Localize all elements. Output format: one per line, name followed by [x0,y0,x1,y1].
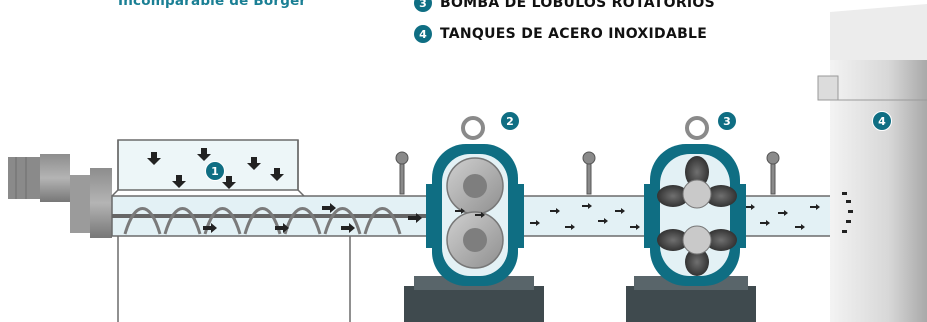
pressure-gauges [395,151,780,195]
transfer-pipes [499,195,833,237]
down-arrows [147,148,284,189]
stainless-steel-tank [817,4,927,322]
marker-4-badge: 4 [872,111,892,131]
screw-conveyor [111,195,433,322]
legend-label: TANQUES DE ACERO INOXIDABLE [440,26,708,42]
subtitle: Incomparable de Börger [118,0,307,9]
legend-item-4: 4 TANQUES DE ACERO INOXIDABLE [414,25,707,43]
gear-pump [404,116,544,322]
legend-label: BOMBA DE LÓBULOS ROTATORIOS [440,0,716,11]
legend-number: 4 [414,25,432,43]
marker-1-badge: 1 [205,161,225,181]
legend-item-3: 3 BOMBA DE LÓBULOS ROTATORIOS [414,0,715,12]
drive-motor [8,154,112,238]
marker-3-badge: 3 [717,111,737,131]
marker-2-badge: 2 [500,111,520,131]
rotary-lobe-pump [626,116,756,322]
legend-number: 3 [414,0,432,12]
